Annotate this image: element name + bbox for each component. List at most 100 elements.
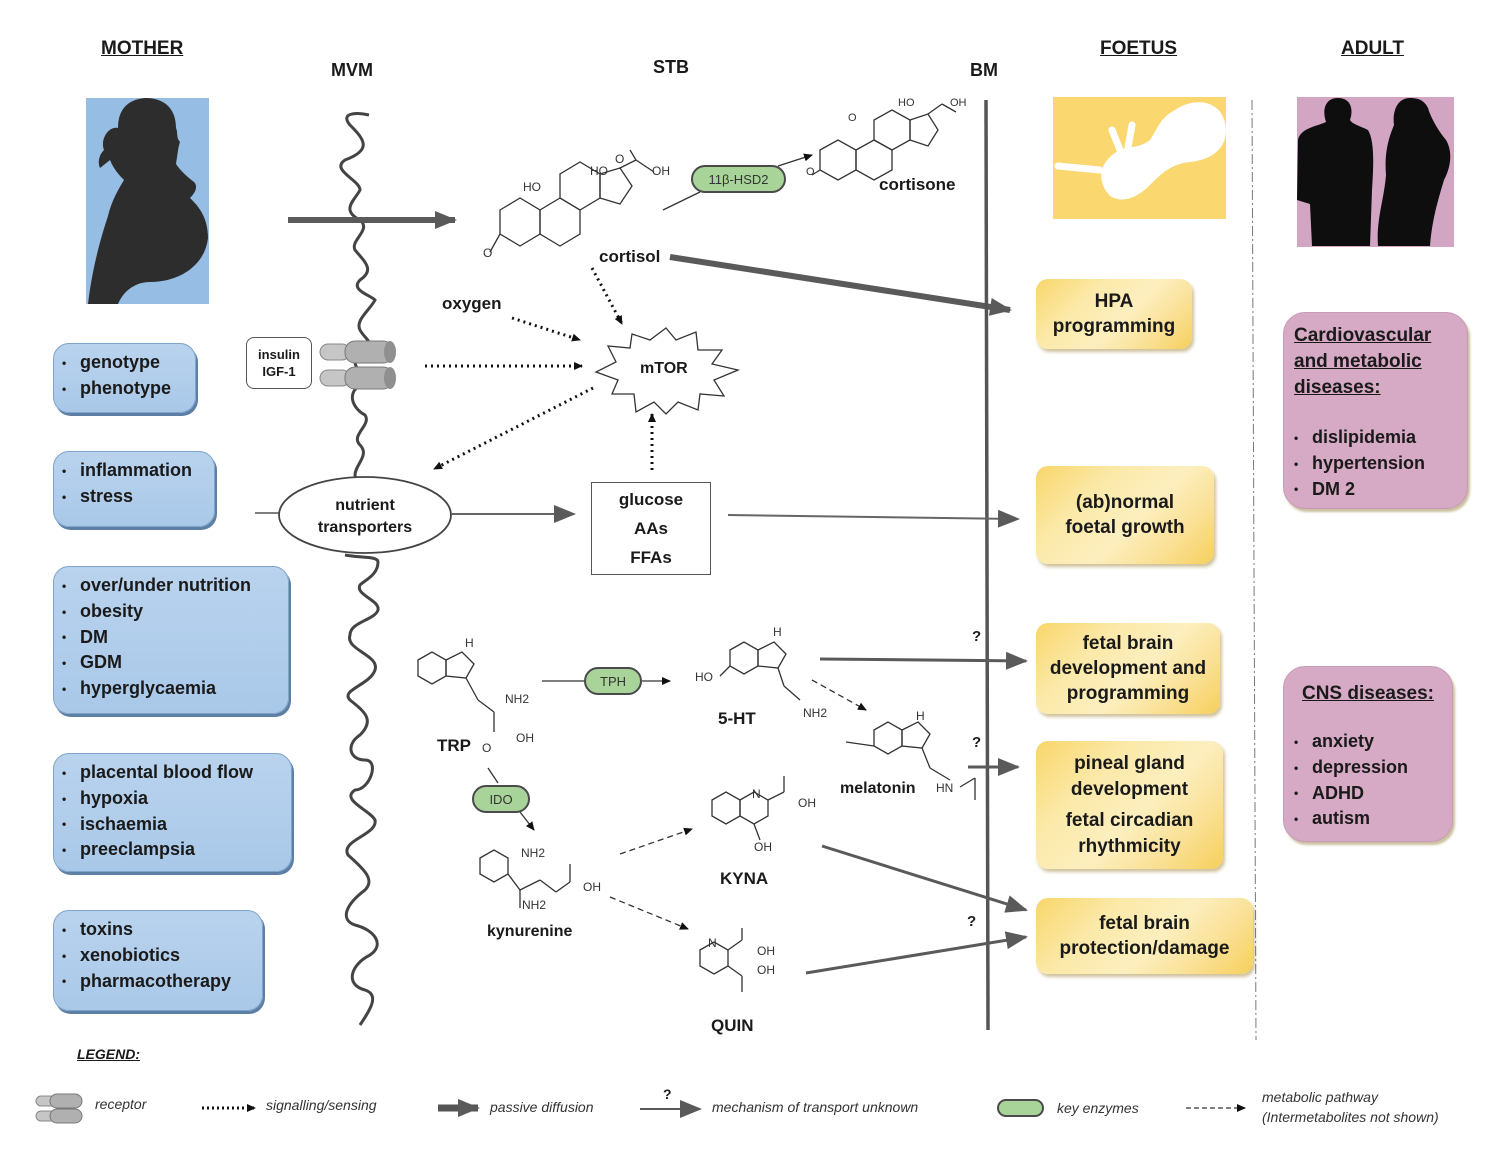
maternal-factor-item: inflammation [62,458,204,484]
foetus-adult-divider [1251,99,1257,1041]
maternal-factor-item: over/under nutrition [62,573,278,599]
maternal-factor-box-inflammation: inflammation stress [53,451,215,527]
unknown-mark: ? [967,913,977,930]
outcome-line: fetal brain [1082,633,1174,654]
chem-atom-label: O [482,741,492,755]
maternal-factor-item: placental blood flow [62,760,281,786]
chem-atom-label: H [773,625,782,639]
legend-title: LEGEND: [77,1046,140,1062]
cortisone-structure [811,103,957,181]
chem-atom-label: H [916,709,925,723]
outcome-line: protection/damage [1059,938,1230,959]
molecule-kynurenine: kynurenine [487,923,573,940]
maternal-factor-item: hyperglycaemia [62,676,278,702]
chem-atom-label: HO [898,97,915,109]
maternal-factor-item: phenotype [62,376,185,402]
maternal-factor-item: hypoxia [62,786,281,812]
legend-metabolic-label-2: (Intermetabolites not shown) [1262,1109,1439,1125]
mother-silhouette-icon [86,98,209,304]
maternal-factor-item: obesity [62,599,278,625]
signalling-arrows [425,267,656,471]
maternal-factor-item: ischaemia [62,812,281,838]
legend-signalling-label: signalling/sensing [266,1097,377,1113]
chem-atom-label: N [708,936,717,950]
outcome-pineal-circadian: pineal gland development fetal circadian… [1036,741,1223,869]
molecule-melatonin: melatonin [840,780,916,797]
quin-structure [699,928,743,992]
header-bm: BM [970,60,998,80]
maternal-factor-item: stress [62,484,204,510]
molecule-quin: QUIN [711,1016,754,1035]
outcome-foetal-growth: (ab)normal foetal growth [1036,466,1214,564]
nutrient-transporters-line1: nutrient [335,497,395,514]
outcome-line: HPA [1094,291,1134,312]
nutrient-transporters-label: nutrient transporters [290,495,440,539]
disease-title: diseases: [1294,377,1381,398]
chem-atom-label: HO [590,164,608,178]
chem-atom-label: O [848,112,857,124]
enzyme-tph: TPH [584,667,642,695]
mtor-label: mTOR [640,360,688,377]
maternal-factor-box-toxins: toxins xenobiotics pharmacotherapy [53,910,263,1011]
outcome-brain-development: fetal brain development and programming [1036,623,1220,714]
chem-atom-label: OH [757,963,775,977]
chem-atom-label: OH [583,880,601,894]
adult-disease-box-cns: CNS diseases: anxiety depression ADHD au… [1283,666,1453,842]
maternal-factor-item: xenobiotics [62,943,252,969]
nutrient-transporters-shape [278,476,452,554]
chem-atom-label: HN [936,781,954,795]
maternal-factor-item: pharmacotherapy [62,969,252,995]
disease-title: CNS diseases: [1301,683,1434,704]
disease-item: dislipidemia [1294,425,1457,451]
oxygen-label: oxygen [442,294,502,313]
maternal-factor-item: genotype [62,350,185,376]
legend-unknown-label: mechanism of transport unknown [712,1099,919,1115]
outcome-line: fetal circadian [1065,809,1194,831]
header-mother: MOTHER [101,38,184,59]
cortisol-label: cortisol [599,247,661,266]
melatonin-structure [845,721,976,800]
legend-receptor-icon [35,1093,83,1124]
disease-title: and metabolic [1294,351,1422,372]
chem-atom-label: OH [652,164,670,178]
outcome-line: programming [1066,683,1190,704]
outcome-line: (ab)normal [1075,492,1175,513]
chem-atom-label: HO [695,670,713,684]
adult-disease-box-cardiometabolic: Cardiovascular and metabolic diseases: d… [1283,312,1468,509]
nutrient-glucose: glucose [618,490,684,509]
outcome-line: foetal growth [1065,517,1185,538]
insulin-label: insulin [258,347,300,362]
unknown-mark: ? [972,734,982,751]
header-stb: STB [653,57,689,77]
enzyme-ido: IDO [472,785,530,813]
molecule-kyna: KYNA [720,869,769,888]
chem-atom-label: N [752,787,761,801]
maternal-factor-box-nutrition: over/under nutrition obesity DM GDM hype… [53,566,289,714]
nutrient-aas: AAs [633,519,668,538]
chem-atom-label: O [615,152,625,166]
chem-atom-label: NH2 [522,898,547,912]
disease-item: depression [1294,755,1442,781]
ido-reaction-line [487,767,499,784]
chem-atom-label: HO [523,180,541,194]
chem-atom-label: OH [754,840,772,854]
legend-receptor-label: receptor [95,1096,147,1112]
hsd2-reaction-line [662,191,701,211]
disease-item: anxiety [1294,729,1442,755]
legend-passive-label: passive diffusion [490,1099,594,1115]
serotonin-structure [719,641,801,701]
disease-item: DM 2 [1294,477,1457,503]
adult-silhouettes-icon [1297,97,1454,247]
outcome-line: development [1070,778,1189,800]
molecule-5ht: 5-HT [718,709,756,728]
trp-structure [417,651,495,732]
enzyme-11b-hsd2: 11β-HSD2 [691,165,786,193]
header-foetus: FOETUS [1100,38,1178,59]
outcome-line: fetal brain [1099,913,1190,934]
cortisol-structure [489,149,655,253]
nutrients-to-growth-arrow [727,509,1020,528]
kyna-structure [711,776,785,841]
unknown-transport-arrows [805,651,1028,975]
receptor-icon [319,340,396,390]
